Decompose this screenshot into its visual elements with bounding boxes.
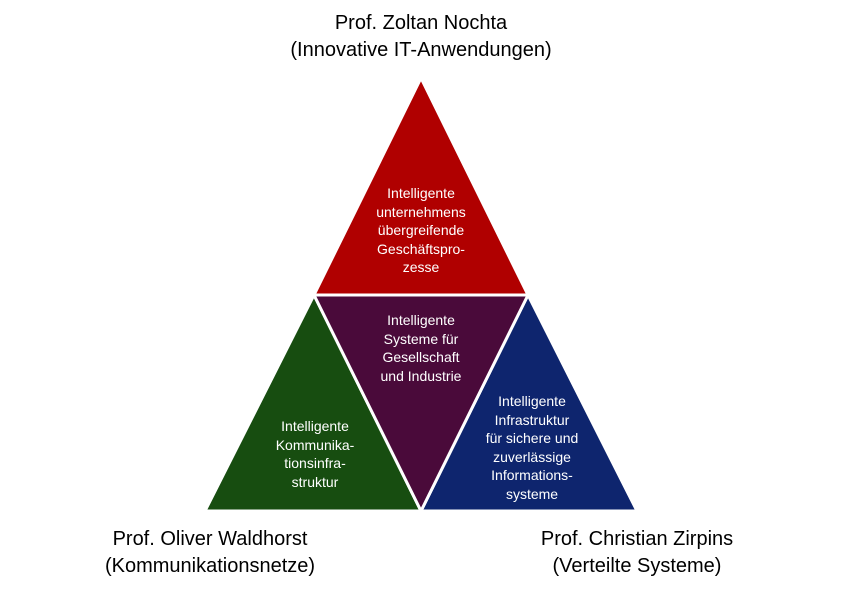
- left-triangle-line: struktur: [291, 473, 339, 490]
- right-triangle-line: zuverlässige: [493, 448, 571, 465]
- top-triangle-text: Intelligente unternehmens übergreifende …: [321, 184, 521, 277]
- right-professor-label: Prof. Christian Zirpins (Verteilte Syste…: [467, 526, 807, 580]
- center-triangle-line: und Industrie: [380, 367, 462, 384]
- center-triangle-line: Gesellschaft: [382, 349, 460, 365]
- left-triangle-line: tionsinfra-: [284, 455, 346, 471]
- right-triangle-text: Intelligente Infrastruktur für sichere u…: [432, 392, 632, 503]
- right-professor-field: (Verteilte Systeme): [552, 555, 722, 577]
- left-triangle-line: Intelligente: [281, 418, 349, 434]
- top-triangle-line: unternehmens: [376, 203, 466, 220]
- left-triangle-line: Kommunika-: [275, 436, 355, 453]
- top-professor-field: (Innovative IT-Anwendungen): [290, 39, 552, 61]
- left-professor-label: Prof. Oliver Waldhorst (Kommunikationsne…: [40, 526, 380, 580]
- top-triangle-line: Intelligente: [387, 185, 455, 201]
- triangle-center: [312, 293, 530, 513]
- top-professor-label: Prof. Zoltan Nochta (Innovative IT-Anwen…: [221, 10, 621, 64]
- top-triangle-line: übergreifende: [377, 222, 465, 238]
- right-triangle-line: Informations-: [491, 467, 573, 483]
- right-triangle-line: Intelligente: [498, 393, 566, 409]
- right-triangle-line: Infrastruktur: [494, 411, 570, 428]
- right-triangle-line: systeme: [505, 485, 559, 502]
- top-triangle-line: zesse: [402, 259, 440, 275]
- left-professor-field: (Kommunikationsnetze): [104, 555, 316, 577]
- left-triangle-text: Intelligente Kommunika- tionsinfra- stru…: [215, 417, 415, 491]
- center-triangle-text: Intelligente Systeme für Gesellschaft un…: [321, 311, 521, 385]
- right-professor-name: Prof. Christian Zirpins: [540, 528, 734, 550]
- center-triangle-line: Systeme für: [383, 330, 459, 347]
- top-triangle-line: Geschäftspro-: [377, 240, 465, 257]
- top-professor-name: Prof. Zoltan Nochta: [334, 12, 508, 34]
- center-triangle-line: Intelligente: [387, 312, 455, 328]
- right-triangle-line: für sichere und: [485, 430, 579, 446]
- left-professor-name: Prof. Oliver Waldhorst: [112, 528, 308, 550]
